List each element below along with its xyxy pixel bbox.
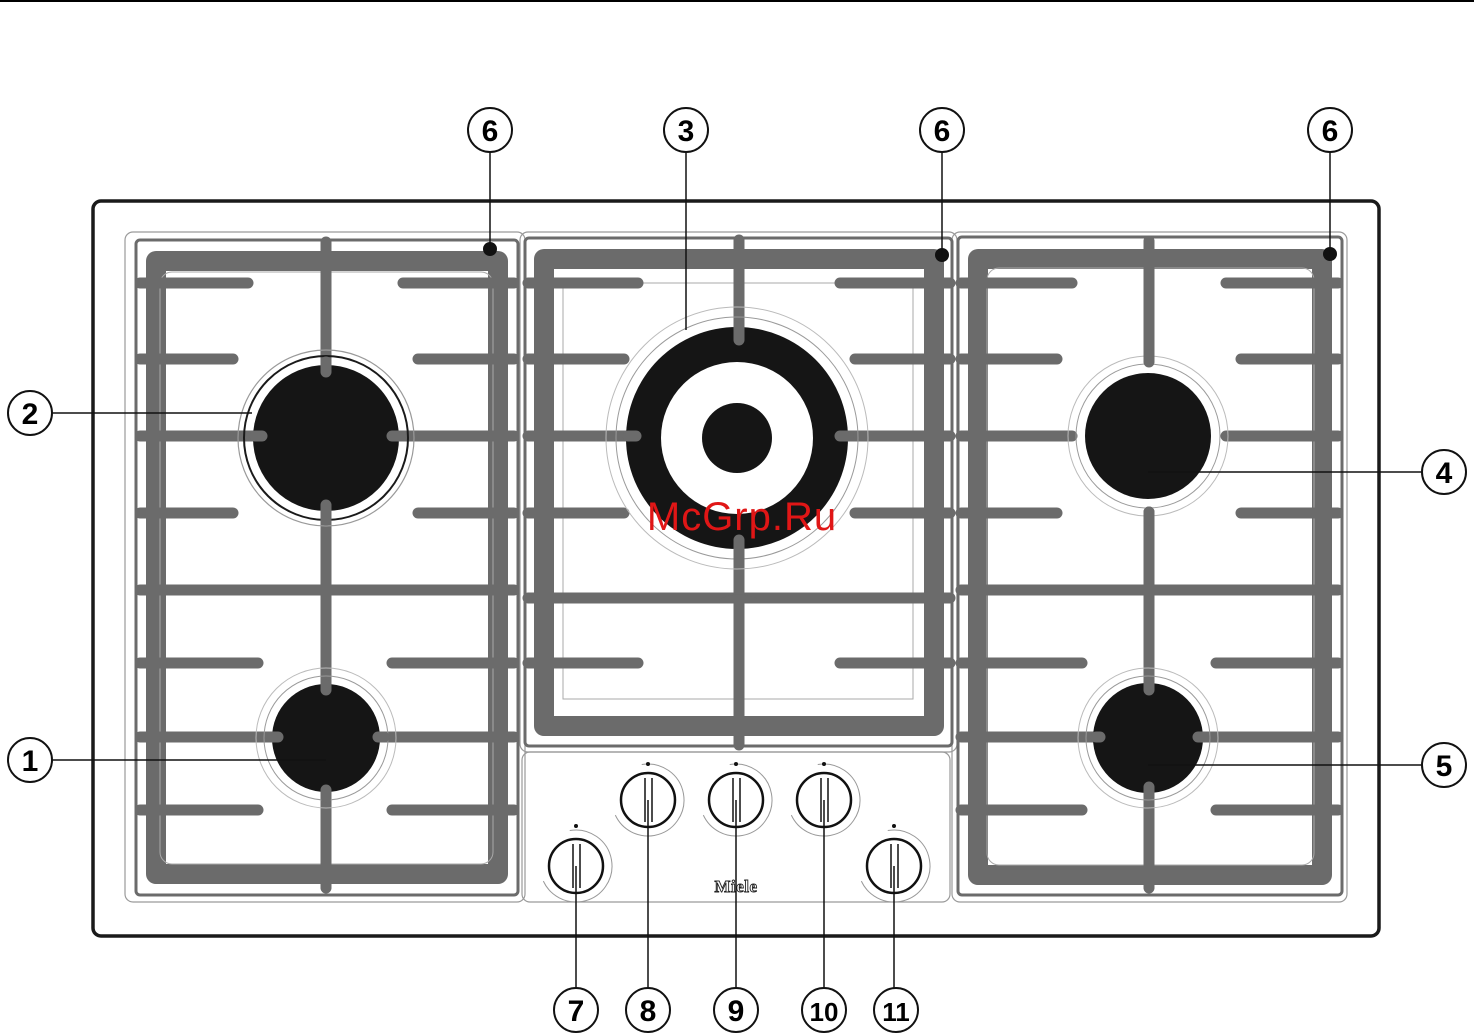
svg-text:3: 3 — [678, 115, 695, 148]
callout-2: 2 — [8, 391, 52, 435]
callout-10: 10 — [802, 988, 846, 1032]
callout-4: 4 — [1422, 450, 1466, 494]
svg-text:5: 5 — [1436, 750, 1453, 783]
callout-7: 7 — [554, 988, 598, 1032]
svg-text:10: 10 — [810, 997, 839, 1027]
svg-text:6: 6 — [482, 115, 499, 148]
watermark-text: McGrp.Ru — [647, 495, 837, 539]
callout-5: 5 — [1422, 743, 1466, 787]
svg-text:6: 6 — [934, 115, 951, 148]
callout-9: 9 — [714, 988, 758, 1032]
svg-text:7: 7 — [568, 995, 585, 1028]
svg-text:1: 1 — [22, 745, 39, 778]
callout-1: 1 — [8, 738, 52, 782]
svg-text:2: 2 — [22, 398, 39, 431]
callout-8: 8 — [626, 988, 670, 1032]
callout-6-right: 6 — [1308, 108, 1352, 152]
callout-6-center: 6 — [920, 108, 964, 152]
svg-text:8: 8 — [640, 995, 657, 1028]
svg-text:6: 6 — [1322, 115, 1339, 148]
svg-text:11: 11 — [882, 997, 910, 1027]
svg-text:9: 9 — [728, 995, 745, 1028]
callout-11: 11 — [874, 988, 918, 1032]
callout-3: 3 — [664, 108, 708, 152]
callout-6-left: 6 — [468, 108, 512, 152]
svg-text:4: 4 — [1436, 457, 1453, 490]
